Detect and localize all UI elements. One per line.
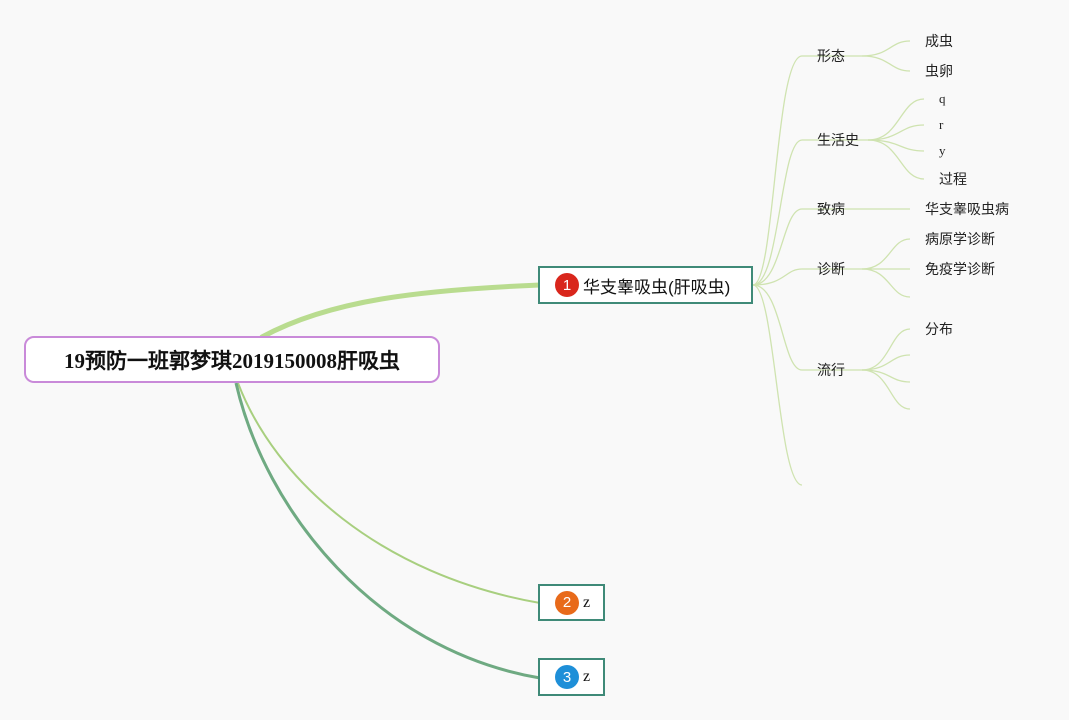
subtopic-epidemic[interactable]: 流行 [817, 362, 845, 378]
root-to-topic-3-line [234, 382, 541, 680]
leaf-process[interactable]: 过程 [939, 171, 967, 187]
topic1-to-pathogenesis-line [752, 208, 803, 286]
main-topic-3[interactable]: 3 z [538, 658, 605, 696]
priority-3-badge: 3 [555, 665, 579, 689]
leaf-egg[interactable]: 虫卵 [925, 63, 953, 79]
leaf-adult-worm[interactable]: 成虫 [925, 33, 953, 49]
main-topic-3-label: z [583, 668, 591, 685]
leaf-q[interactable]: q [939, 91, 946, 106]
main-topic-1-label: 华支睾吸虫(肝吸虫) [583, 277, 731, 297]
topic1-to-diagnosis-line [752, 268, 803, 286]
leaf-r[interactable]: r [939, 117, 944, 132]
subtopic-diagnosis[interactable]: 诊断 [817, 261, 845, 277]
leaf-y[interactable]: y [939, 143, 946, 158]
subtopic-pathogenesis[interactable]: 致病 [817, 201, 845, 217]
subtopic-morphology[interactable]: 形态 [817, 48, 845, 64]
priority-2-badge: 2 [555, 590, 579, 615]
topic1-to-morphology-line [752, 55, 803, 286]
main-topic-2-label: z [583, 593, 591, 611]
priority-1-badge: 1 [555, 273, 579, 297]
leaf-etiological-diagnosis[interactable]: 病原学诊断 [925, 231, 995, 247]
root-to-topic-2-line [237, 382, 541, 604]
main-topic-1[interactable]: 1 华支睾吸虫(肝吸虫) [538, 266, 753, 304]
leaf-clonorchiasis[interactable]: 华支睾吸虫病 [925, 201, 1009, 217]
leaf-immunological-diagnosis[interactable]: 免疫学诊断 [925, 261, 995, 277]
topic1-to-empty-line [752, 284, 803, 486]
root-to-topic-1-line [259, 282, 543, 340]
topic1-to-epidemic-line [752, 284, 803, 371]
main-topic-2[interactable]: 2 z [538, 584, 605, 621]
root-topic[interactable]: 19预防一班郭梦琪2019150008肝吸虫 [24, 336, 440, 383]
root-title: 19预防一班郭梦琪2019150008肝吸虫 [64, 348, 400, 373]
subtopic-life-history[interactable]: 生活史 [817, 132, 859, 148]
leaf-distribution[interactable]: 分布 [925, 321, 953, 337]
topic1-to-lifehistory-line [752, 139, 803, 286]
